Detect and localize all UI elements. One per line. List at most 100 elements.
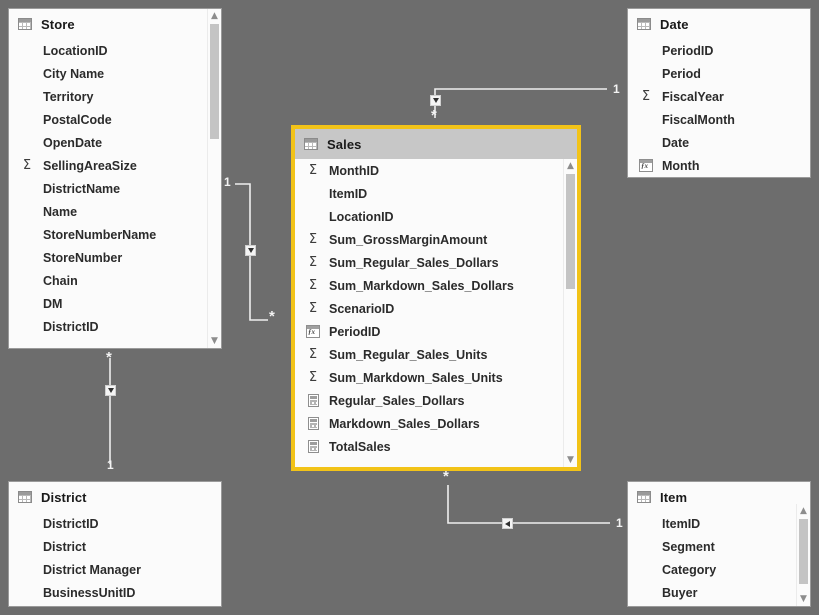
table-card-store[interactable]: Store LocationID City Name Territory Pos… bbox=[8, 8, 222, 349]
scroll-down-icon[interactable]: ▼ bbox=[211, 336, 218, 346]
field-row[interactable]: Period bbox=[628, 62, 810, 85]
field-label: Date bbox=[662, 135, 690, 150]
table-icon bbox=[18, 491, 32, 503]
table-title: Date bbox=[660, 16, 689, 32]
field-row[interactable]: District bbox=[9, 535, 221, 558]
calculated-column-icon bbox=[638, 158, 654, 174]
table-card-district[interactable]: District DistrictID District District Ma… bbox=[8, 481, 222, 607]
field-row[interactable]: DM bbox=[9, 292, 221, 315]
field-row[interactable]: TotalSales bbox=[295, 435, 577, 458]
table-header-district[interactable]: District bbox=[9, 482, 221, 512]
scroll-up-icon[interactable]: ▲ bbox=[800, 506, 807, 516]
sigma-icon: Σ bbox=[308, 278, 318, 293]
scrollbar-item[interactable]: ▲ ▼ bbox=[796, 504, 810, 606]
field-row[interactable]: OpenDate bbox=[9, 131, 221, 154]
measure-icon bbox=[305, 416, 321, 432]
field-row[interactable]: District Manager bbox=[9, 558, 221, 581]
table-fields-store: LocationID City Name Territory PostalCod… bbox=[9, 39, 221, 338]
table-header-sales[interactable]: Sales bbox=[295, 129, 577, 159]
scrollbar-thumb[interactable] bbox=[799, 519, 808, 584]
field-row[interactable]: FiscalMonth bbox=[628, 108, 810, 131]
cardinality-one-district: 1 bbox=[107, 458, 114, 472]
scroll-up-icon[interactable]: ▲ bbox=[567, 161, 574, 171]
field-row[interactable]: DistrictID bbox=[9, 512, 221, 535]
scrollbar-sales[interactable]: ▲ ▼ bbox=[563, 159, 577, 467]
field-row[interactable]: PostalCode bbox=[9, 108, 221, 131]
table-header-date[interactable]: Date bbox=[628, 9, 810, 39]
field-row[interactable]: BusinessUnitID bbox=[9, 581, 221, 604]
field-label: LocationID bbox=[329, 209, 394, 224]
table-title: Sales bbox=[327, 136, 362, 152]
field-label: Markdown_Sales_Dollars bbox=[329, 416, 480, 431]
sigma-icon: Σ bbox=[641, 89, 651, 104]
field-row[interactable]: ItemID bbox=[628, 512, 810, 535]
sigma-icon: Σ bbox=[308, 255, 318, 270]
field-row[interactable]: PeriodID bbox=[628, 39, 810, 62]
field-label: Period bbox=[662, 66, 701, 81]
filter-direction-arrow-store-district[interactable] bbox=[105, 385, 116, 396]
table-icon bbox=[304, 138, 318, 150]
scrollbar-thumb[interactable] bbox=[566, 174, 575, 289]
filter-direction-arrow-sales-item[interactable] bbox=[502, 518, 513, 529]
field-row[interactable]: Σ ScenarioID bbox=[295, 297, 577, 320]
field-row[interactable]: PeriodID bbox=[295, 320, 577, 343]
field-label: PeriodID bbox=[662, 43, 714, 58]
field-row[interactable]: Segment bbox=[628, 535, 810, 558]
scroll-down-icon[interactable]: ▼ bbox=[567, 455, 574, 465]
field-row[interactable]: Σ Sum_Regular_Sales_Dollars bbox=[295, 251, 577, 274]
field-row[interactable]: Name bbox=[9, 200, 221, 223]
table-header-item[interactable]: Item bbox=[628, 482, 810, 512]
field-row[interactable]: Date bbox=[628, 131, 810, 154]
field-row[interactable]: LocationID bbox=[9, 39, 221, 62]
field-row[interactable]: Territory bbox=[9, 85, 221, 108]
field-row[interactable]: Σ Sum_Markdown_Sales_Dollars bbox=[295, 274, 577, 297]
field-row[interactable]: Buyer bbox=[628, 581, 810, 604]
field-label: Sum_Regular_Sales_Dollars bbox=[329, 255, 499, 270]
field-label: ScenarioID bbox=[329, 301, 395, 316]
scrollbar-store[interactable]: ▲ ▼ bbox=[207, 9, 221, 348]
field-label: Month bbox=[662, 158, 700, 173]
table-icon bbox=[18, 18, 32, 30]
field-row[interactable]: Markdown_Sales_Dollars bbox=[295, 412, 577, 435]
scroll-down-icon[interactable]: ▼ bbox=[800, 594, 807, 604]
table-fields-item: ItemID Segment Category Buyer bbox=[628, 512, 810, 604]
table-header-store[interactable]: Store bbox=[9, 9, 221, 39]
field-row[interactable]: ItemID bbox=[295, 182, 577, 205]
field-row[interactable]: DistrictName bbox=[9, 177, 221, 200]
field-row[interactable]: StoreNumberName bbox=[9, 223, 221, 246]
filter-direction-arrow-sales-date[interactable] bbox=[430, 95, 441, 106]
cardinality-one-date: 1 bbox=[613, 82, 620, 96]
field-label: District Manager bbox=[43, 562, 141, 577]
field-label: StoreNumber bbox=[43, 250, 123, 265]
sigma-icon: Σ bbox=[308, 347, 318, 362]
field-label: PeriodID bbox=[329, 324, 381, 339]
field-label: Sum_Markdown_Sales_Dollars bbox=[329, 278, 514, 293]
field-row[interactable]: DistrictID bbox=[9, 315, 221, 338]
scroll-up-icon[interactable]: ▲ bbox=[211, 11, 218, 21]
field-label: PostalCode bbox=[43, 112, 112, 127]
field-row[interactable]: LocationID bbox=[295, 205, 577, 228]
field-row[interactable]: Category bbox=[628, 558, 810, 581]
filter-direction-arrow-store-sales[interactable] bbox=[245, 245, 256, 256]
field-row[interactable]: Chain bbox=[9, 269, 221, 292]
sigma-icon: Σ bbox=[308, 301, 318, 316]
field-label: Territory bbox=[43, 89, 94, 104]
table-card-item[interactable]: Item ItemID Segment Category Buyer ▲ ▼ bbox=[627, 481, 811, 607]
field-row[interactable]: StoreNumber bbox=[9, 246, 221, 269]
field-label: LocationID bbox=[43, 43, 108, 58]
scrollbar-thumb[interactable] bbox=[210, 24, 219, 139]
field-row[interactable]: Regular_Sales_Dollars bbox=[295, 389, 577, 412]
field-row[interactable]: City Name bbox=[9, 62, 221, 85]
field-row[interactable]: Month bbox=[628, 154, 810, 177]
